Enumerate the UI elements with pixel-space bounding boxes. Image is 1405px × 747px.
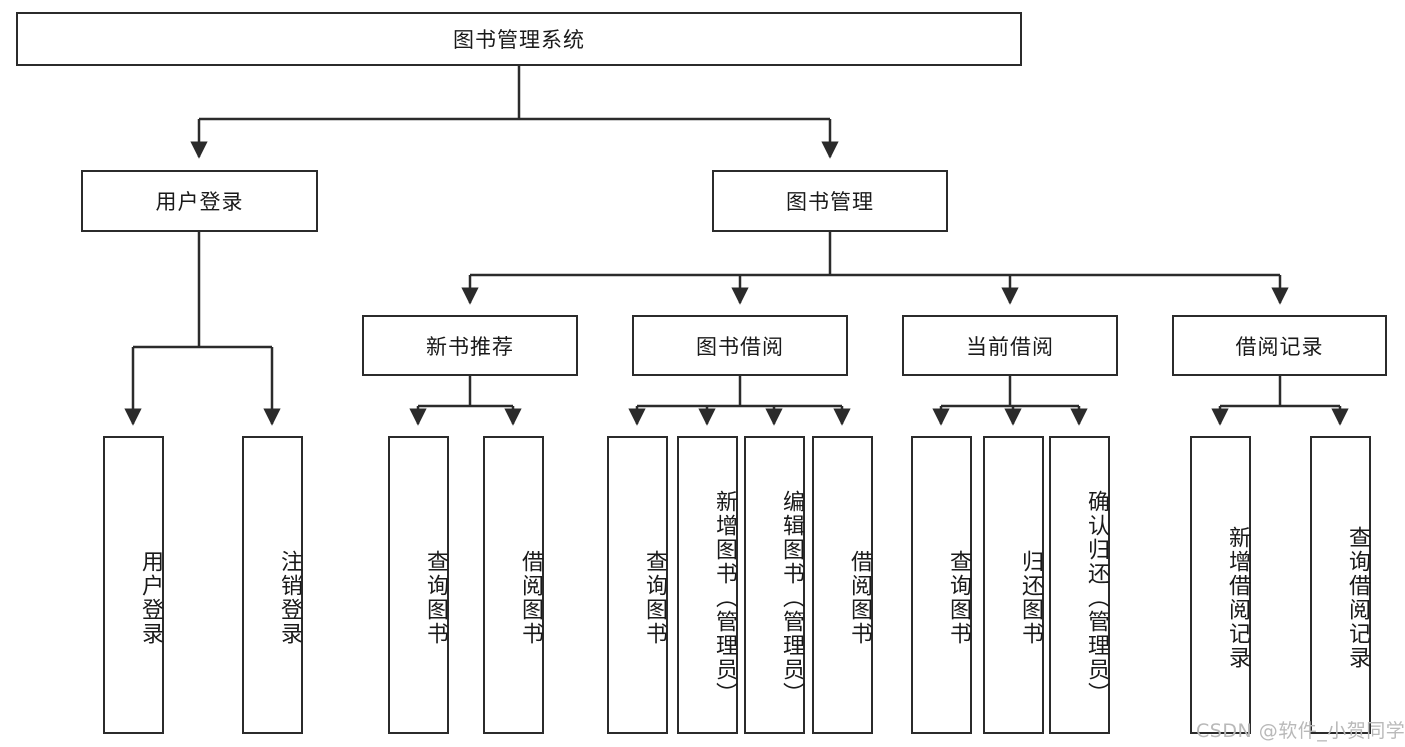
leaf-confirm-return-admin[interactable]: 确认归还（管理员） [1049,436,1110,734]
node-new-book-recommend-label: 新书推荐 [426,334,514,359]
node-root-label: 图书管理系统 [453,28,585,52]
leaf-add-book-admin[interactable]: 新增图书（管理员） [677,436,738,734]
node-book-borrow-label: 图书借阅 [696,334,784,359]
node-book-borrow[interactable]: 图书借阅 [632,315,848,376]
leaf-query-books-recommend[interactable]: 查询图书 [388,436,449,734]
leaf-edit-book-admin[interactable]: 编辑图书（管理员） [744,436,805,734]
leaf-query-books-current[interactable]: 查询图书 [911,436,972,734]
node-new-book-recommend[interactable]: 新书推荐 [362,315,578,376]
node-user-login[interactable]: 用户登录 [81,170,318,232]
node-root[interactable]: 图书管理系统 [16,12,1022,66]
leaf-label: 查询图书 [642,550,667,646]
leaf-user-login[interactable]: 用户登录 [103,436,164,734]
leaf-borrow-books-recommend[interactable]: 借阅图书 [483,436,544,734]
node-current-borrow-label: 当前借阅 [966,334,1054,359]
node-borrow-record-label: 借阅记录 [1235,334,1324,359]
node-book-management[interactable]: 图书管理 [712,170,948,232]
leaf-label: 归还图书 [1018,550,1043,646]
watermark: CSDN @软件_小贺同学 [1196,720,1405,742]
node-book-management-label: 图书管理 [786,190,874,214]
leaf-label: 注销登录 [277,550,302,646]
leaf-label: 编辑图书（管理员） [779,490,804,706]
leaf-label: 查询图书 [946,550,971,646]
leaf-add-borrow-record[interactable]: 新增借阅记录 [1190,436,1251,734]
node-user-login-label: 用户登录 [155,190,244,214]
leaf-label: 新增图书（管理员） [712,490,737,706]
leaf-label: 用户登录 [138,550,163,646]
leaf-query-borrow-record[interactable]: 查询借阅记录 [1310,436,1371,734]
leaf-logout[interactable]: 注销登录 [242,436,303,734]
leaf-label: 借阅图书 [518,550,543,646]
leaf-borrow-books[interactable]: 借阅图书 [812,436,873,734]
leaf-label: 查询借阅记录 [1345,526,1370,670]
leaf-label: 查询图书 [423,550,448,646]
leaf-label: 新增借阅记录 [1225,526,1250,670]
leaf-query-books-borrow[interactable]: 查询图书 [607,436,668,734]
node-current-borrow[interactable]: 当前借阅 [902,315,1118,376]
leaf-label: 借阅图书 [847,550,872,646]
leaf-label: 确认归还（管理员） [1084,490,1109,706]
leaf-return-books[interactable]: 归还图书 [983,436,1044,734]
node-borrow-record[interactable]: 借阅记录 [1172,315,1387,376]
